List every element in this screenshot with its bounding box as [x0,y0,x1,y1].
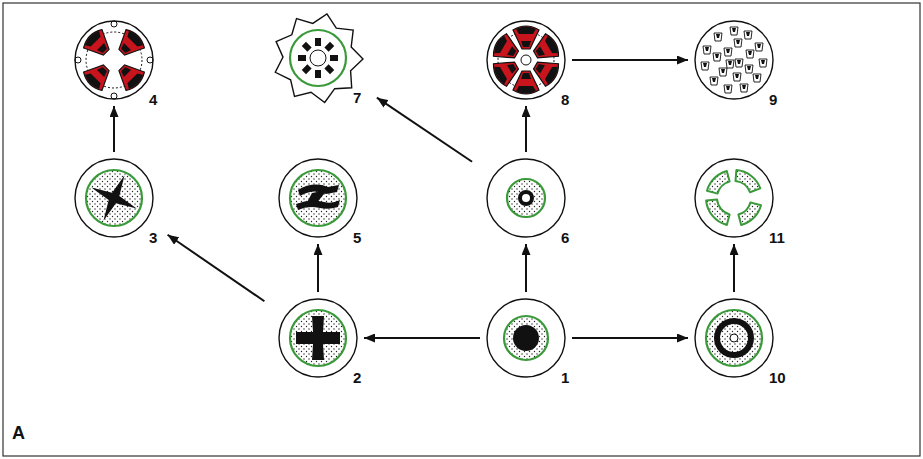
stele-4-art [75,21,153,99]
node-outline [486,20,566,100]
arrow-connector [525,106,527,152]
arrow-connector [168,235,265,301]
stele-circle: 8 [486,20,566,100]
node-outline [486,158,566,238]
node-outline [74,20,154,100]
node-outline [694,158,774,238]
node-outline [272,12,364,104]
stele-circle: 5 [278,158,358,238]
arrow-connector [572,59,688,61]
stele-6-art [507,179,545,217]
callout-number: 5 [352,230,362,245]
circle-outline [695,159,773,237]
frame [3,3,920,456]
circle-outline [487,21,565,99]
stele-10-art [706,310,762,366]
circle-outline [487,159,565,237]
stele-1-art [504,316,548,360]
stele-circle: 9 [694,20,774,100]
stele-star-outline: 7 [272,12,364,104]
callout-number: 2 [352,370,362,385]
stele-2-art [290,310,346,366]
arrow-connector [364,337,480,339]
callout-number: 9 [768,92,778,107]
panel-letter: A [12,424,25,442]
node-outline [278,298,358,378]
stele-9-art [701,27,767,93]
circle-outline [279,159,357,237]
stele-circle: 11 [694,158,774,238]
stele-circle: 3 [74,158,154,238]
stele-circle: 1 [486,298,566,378]
stele-circle: 10 [694,298,774,378]
callout-number: 7 [352,90,362,105]
node-outline [74,158,154,238]
circle-outline [487,299,565,377]
callout-number: 11 [768,230,786,245]
arrow-connector [572,337,688,339]
callout-number: 8 [560,92,570,107]
stele-circle: 2 [278,298,358,378]
circle-outline [695,299,773,377]
stele-7-art [290,30,346,86]
callout-number: 10 [768,370,787,385]
node-outline [278,158,358,238]
arrow-connector [377,98,472,162]
callout-number: 3 [148,230,158,245]
circle-outline [695,21,773,99]
node-outline [694,20,774,100]
circle-outline [75,21,153,99]
callout-number: 6 [560,230,570,245]
stele-circle: 6 [486,158,566,238]
node-outline [694,298,774,378]
circle-outline [75,159,153,237]
node-outline [486,298,566,378]
star-outline [275,14,363,103]
circle-outline [279,299,357,377]
arrow-connector [733,244,735,292]
callout-number: 1 [560,370,570,385]
stele-11-art [706,170,761,225]
callout-number: 4 [148,92,158,107]
arrow-connector [113,106,115,152]
stele-3-art [81,165,147,231]
arrow-connector [317,244,319,292]
stele-5-art [290,170,346,226]
stele-8-art [490,26,562,94]
arrow-connector [525,244,527,292]
stele-circle: 4 [74,20,154,100]
